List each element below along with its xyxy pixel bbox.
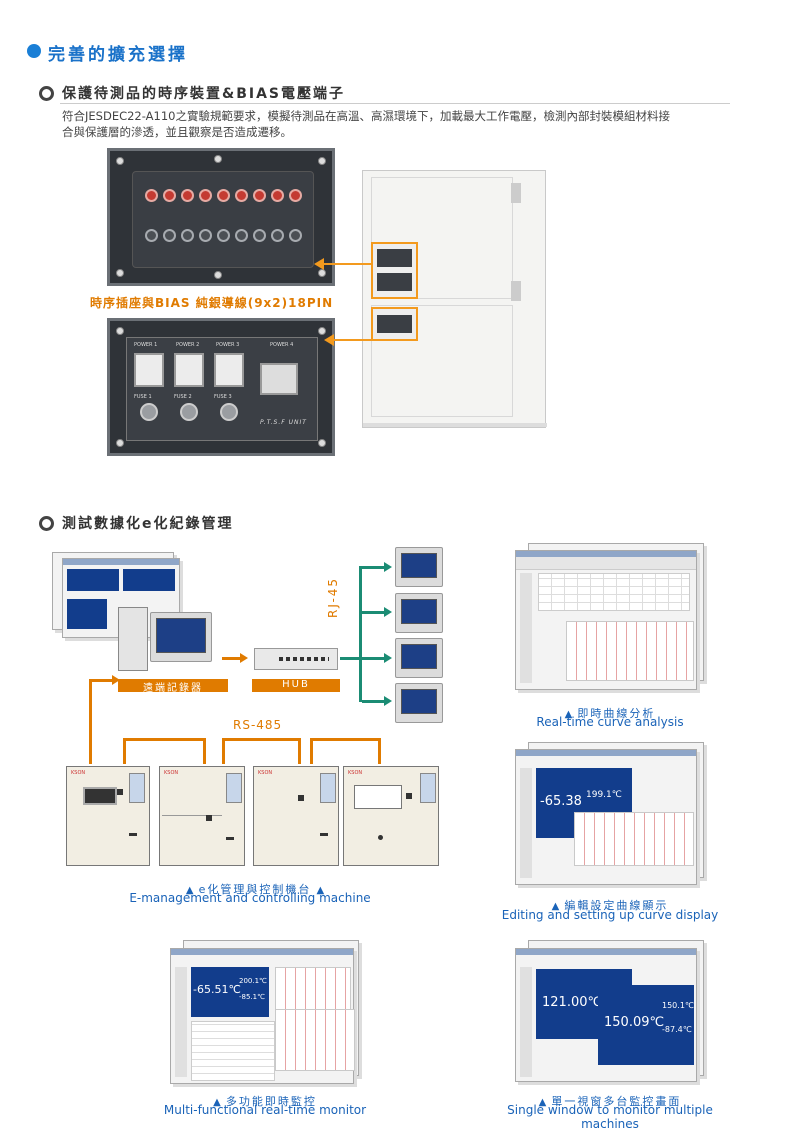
triangle-up-icon: ▲: [213, 1097, 221, 1108]
pc-down-line: [89, 680, 92, 764]
chamber-machine-4: KSON: [343, 766, 439, 866]
screenshot-single: 121.00℃ 150.09℃ 150.1℃ -87.4℃: [515, 948, 697, 1082]
cabinet-power-highlight: [371, 307, 418, 341]
pc-tower: [118, 607, 148, 671]
sub1-description-line1: 符合JESDEC22-A110之實驗規範要求，模擬待測品在高溫、高濕環境下，加載…: [62, 109, 670, 123]
realtime-curve-grid: [566, 621, 694, 681]
editing-caption-zh: 編輯設定曲線顯示: [564, 899, 669, 912]
outlet-3: [214, 353, 244, 387]
red-pin-row: [145, 189, 302, 202]
single-reading-2: 150.09℃: [604, 1015, 665, 1030]
power2-label: POWER 2: [176, 342, 200, 348]
single-reading-3: 150.1℃: [662, 1001, 694, 1010]
rj45-label: RJ-45: [326, 576, 340, 618]
multi-curve-grid-2: [275, 1009, 355, 1071]
power-inlet: [260, 363, 298, 395]
cabinet: [362, 170, 547, 428]
screenshot-editing: -65.38℃ 199.1℃: [515, 749, 697, 885]
panel-caption: 時序插座與BIAS 純銀導線(9x2)18PIN: [90, 296, 334, 310]
sub1-title: 保護待測品的時序裝置&BIAS電壓端子: [62, 86, 346, 102]
screenshot-multi: -65.51℃ 200.1℃ -85.1℃: [170, 948, 355, 1084]
client-monitor-3: [395, 638, 443, 678]
triangle-up-icon: ▲: [185, 885, 194, 896]
fuse1-label: FUSE 1: [134, 394, 152, 400]
single-caption-zh: 單一視窗多台監控畫面: [551, 1095, 682, 1108]
pc-monitor: [150, 612, 212, 662]
client-monitor-4: [395, 683, 443, 723]
arrow-head-top: [314, 258, 324, 270]
triangle-up-icon: ▲: [564, 709, 573, 720]
editing-reading-2: 199.1℃: [586, 790, 622, 800]
multi-reading-2: 200.1℃: [239, 977, 267, 985]
power-panel: POWER 1 POWER 2 POWER 3 POWER 4 FUSE 1 F…: [107, 318, 335, 456]
editing-caption-en: Editing and setting up curve display: [501, 908, 719, 922]
single-reading-1: 121.00℃: [542, 995, 603, 1010]
hub-label: HUB: [252, 679, 340, 692]
multi-reading-3: -85.1℃: [239, 993, 265, 1001]
arrow-line-top: [322, 263, 372, 265]
hub-to-rj45-line: [340, 657, 362, 660]
rs485-label: RS-485: [233, 718, 283, 732]
network-caption-zh: e化管理與控制機台: [198, 883, 312, 896]
hub-device: [254, 648, 338, 670]
triangle-up-icon: ▲: [538, 1097, 547, 1108]
sub1-description-line2: 合與保護層的滲透，並且觀察是否造成遷移。: [62, 125, 292, 139]
single-reading-4: -87.4℃: [662, 1025, 692, 1034]
realtime-caption-row: ▲ 即時曲線分析: [540, 702, 680, 721]
chamber-machine-2: KSON: [159, 766, 245, 866]
fuse3-label: FUSE 3: [214, 394, 232, 400]
chamber-machine-3: KSON: [253, 766, 339, 866]
multi-caption-zh: 多功能即時監控: [225, 1095, 317, 1108]
triangle-up-icon: ▲: [551, 901, 560, 912]
power3-label: POWER 3: [216, 342, 240, 348]
editing-caption-row: ▲ 編輯設定曲線顯示: [525, 894, 695, 913]
network-caption-zh-row: ▲ e化管理與控制機台 ▲: [120, 878, 390, 897]
power1-label: POWER 1: [134, 342, 158, 348]
fuse-3: [220, 403, 238, 421]
fuse-1: [140, 403, 158, 421]
cabinet-pin-highlight: [371, 242, 418, 299]
section-dot-icon: [27, 44, 41, 58]
gray-pin-row: [145, 229, 302, 242]
arrow-head-bottom: [324, 334, 334, 346]
remote-label: 遠端記錄器: [118, 679, 228, 694]
power4-label: POWER 4: [270, 342, 294, 348]
single-caption-row: ▲ 單一視窗多台監控畫面: [525, 1090, 695, 1109]
divider: [60, 103, 730, 104]
fuse2-label: FUSE 2: [174, 394, 192, 400]
pc-to-hub-line: [222, 657, 240, 660]
sub2-title: 測試數據化e化紀錄管理: [62, 516, 234, 532]
rj45-trunk: [359, 566, 362, 702]
triangle-up-icon: ▲: [316, 885, 325, 896]
realtime-caption-zh: 即時曲線分析: [577, 707, 656, 720]
pc-to-hub-arrow: [240, 653, 248, 663]
pin-panel: [107, 148, 335, 286]
editing-curve-grid: [574, 812, 694, 866]
single-caption-en: Single window to monitor multiple machin…: [507, 1103, 713, 1131]
fuse-2: [180, 403, 198, 421]
outlet-1: [134, 353, 164, 387]
circle-bullet-icon: [39, 86, 54, 101]
chamber-machine-1: KSON: [66, 766, 150, 866]
multi-caption-row: ▲ 多功能即時監控: [195, 1090, 335, 1109]
circle-bullet-icon: [39, 516, 54, 531]
multi-caption-en: Multi-functional real-time monitor: [163, 1103, 367, 1117]
screenshot-realtime: [515, 550, 697, 690]
outlet-2: [174, 353, 204, 387]
network-caption-en: E-management and controlling machine: [129, 891, 371, 905]
client-monitor-1: [395, 547, 443, 587]
unit-label: P.T.S.F UNIT: [260, 419, 307, 426]
arrow-line-bottom: [334, 339, 372, 341]
client-monitor-2: [395, 593, 443, 633]
section-title: 完善的擴充選擇: [48, 45, 188, 65]
multi-reading-1: -65.51℃: [193, 983, 241, 996]
realtime-caption-en: Real-time curve analysis: [536, 715, 684, 729]
